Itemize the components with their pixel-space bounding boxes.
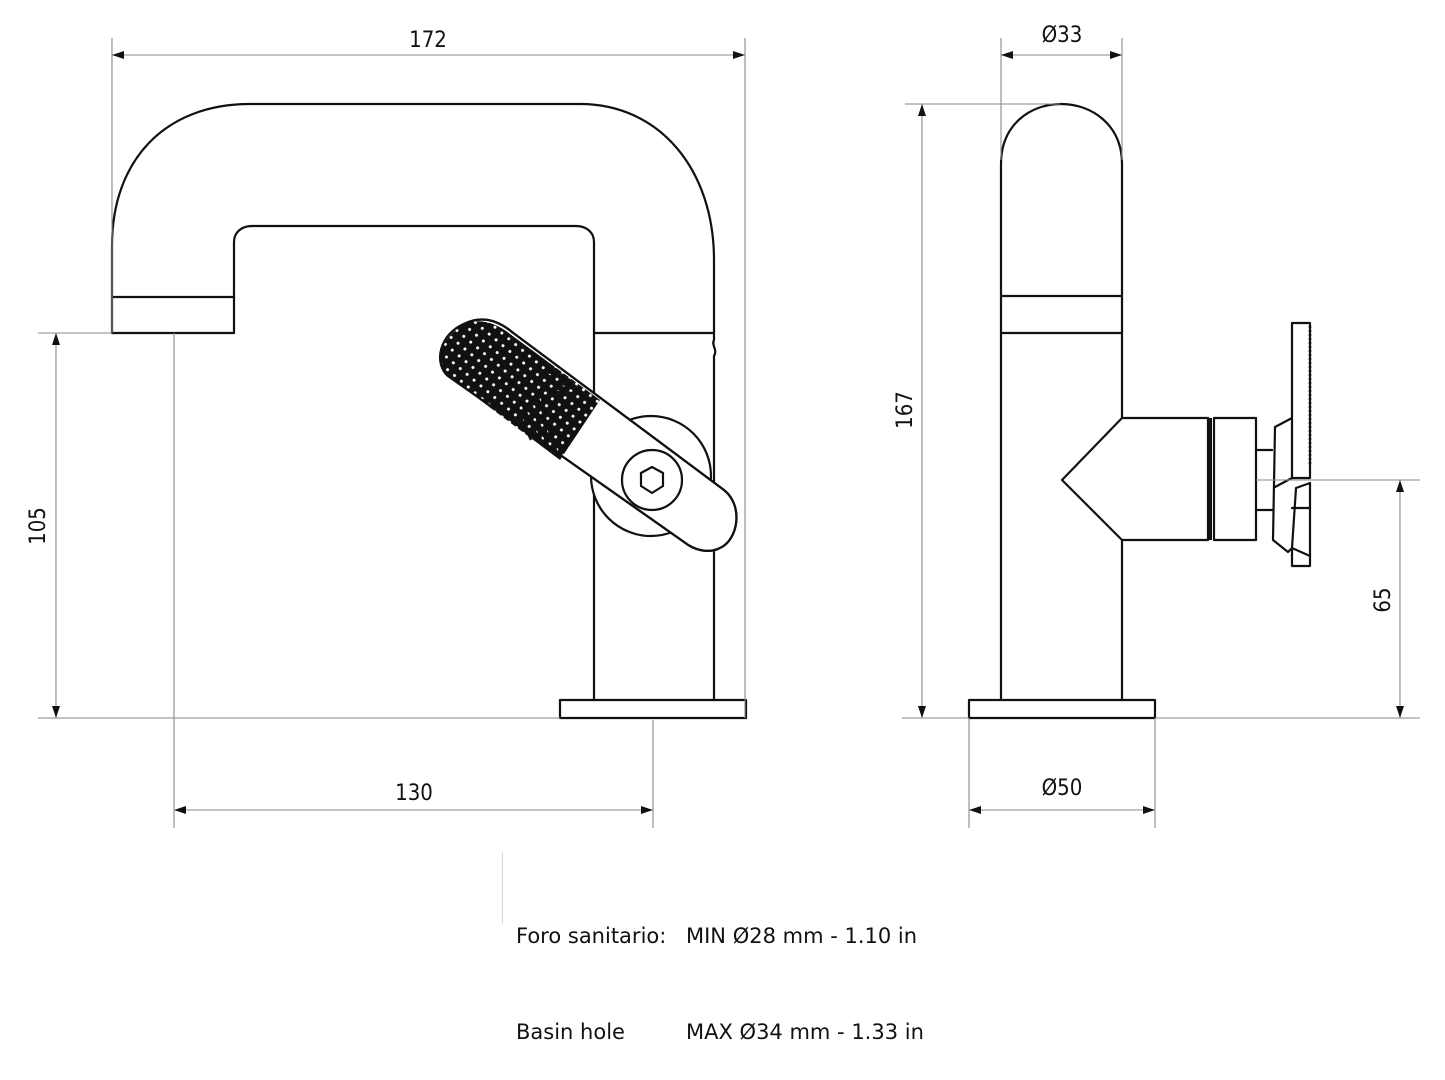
dim-label-130: 130 [395, 781, 433, 806]
dim-label-172: 172 [409, 28, 447, 53]
dim-label-167: 167 [893, 391, 918, 429]
dimension-overall-width: 172 [111, 28, 746, 718]
side-base-plate [967, 698, 1157, 720]
technical-drawing: 172 105 130 [26, 23, 1420, 828]
note-line-max: Basin hole MAX Ø34 mm - 1.33 in [516, 1016, 924, 1048]
side-body-outline [999, 102, 1124, 702]
note-divider [502, 852, 503, 924]
lever-side-profile[interactable] [1271, 321, 1312, 568]
dimension-base-diameter: Ø50 [968, 718, 1156, 828]
dimension-handle-height: 65 [1155, 479, 1420, 719]
note-label-basin: Basin hole [516, 1020, 625, 1044]
front-view: 172 105 130 [26, 28, 748, 828]
note-value-max: MAX Ø34 mm - 1.33 in [686, 1020, 924, 1044]
dim-label-65: 65 [1371, 587, 1396, 612]
side-view: Ø33 167 65 Ø50 [893, 23, 1420, 828]
hex-socket-icon [639, 465, 665, 495]
dimension-body-diameter: Ø33 [1000, 23, 1123, 160]
note-value-min: MIN Ø28 mm - 1.10 in [686, 924, 918, 948]
basin-hole-note: Foro sanitario: MIN Ø28 mm - 1.10 in Bas… [516, 856, 924, 1080]
dim-label-d33: Ø33 [1042, 23, 1083, 48]
dimension-spout-projection: 130 [173, 333, 654, 828]
lever-handle[interactable] [420, 300, 738, 552]
spout-inner-outline [232, 224, 596, 335]
dim-label-d50: Ø50 [1042, 776, 1083, 801]
spout-outline [110, 102, 716, 335]
note-line-min: Foro sanitario: MIN Ø28 mm - 1.10 in [516, 920, 924, 952]
dim-label-105: 105 [26, 507, 51, 545]
screw-cap [620, 448, 684, 512]
base-plate [558, 698, 748, 720]
note-label-foro: Foro sanitario: [516, 924, 667, 948]
dimension-overall-height: 167 [893, 103, 1060, 719]
cartridge-housing [1060, 416, 1210, 542]
dimension-spout-height: 105 [26, 332, 560, 719]
